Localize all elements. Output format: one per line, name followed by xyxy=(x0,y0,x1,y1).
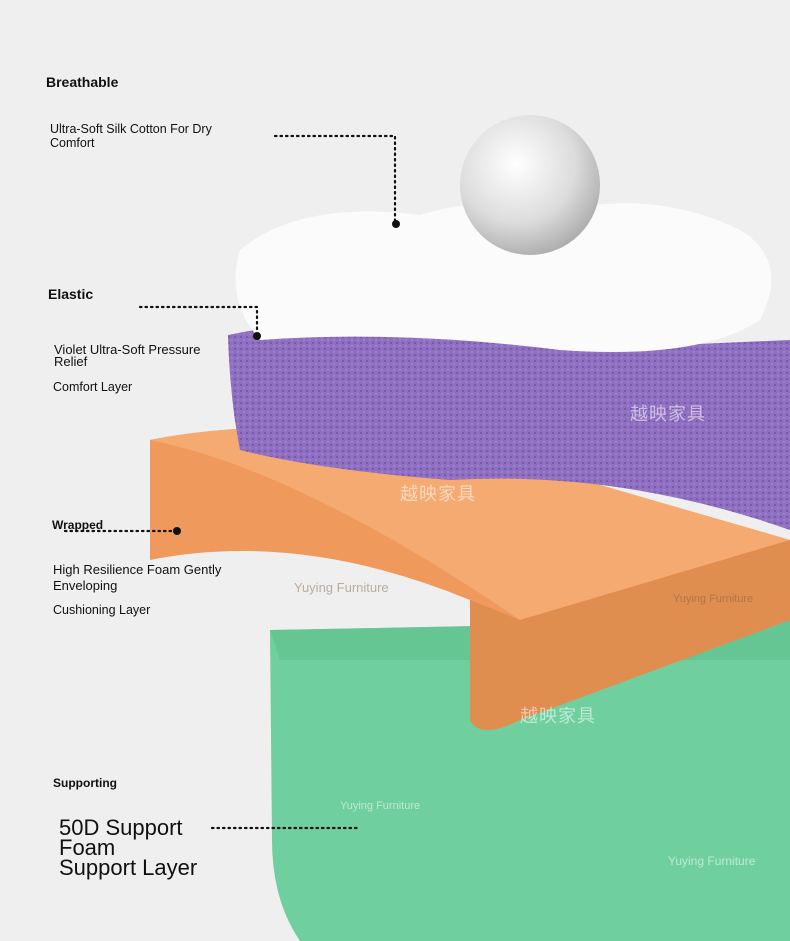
layer-name: Comfort Layer xyxy=(53,380,133,394)
watermark-en: Yuying Furniture xyxy=(294,580,389,595)
layer-description: Violet Ultra-Soft Pressure Relief xyxy=(54,342,201,369)
layer-name: Support Layer xyxy=(59,855,198,880)
watermark-en: Yuying Furniture xyxy=(340,800,421,812)
layer-heading-supporting: Supporting xyxy=(53,776,117,790)
pearl-ball xyxy=(460,115,600,255)
watermark-cn: 越映家具 xyxy=(400,484,476,504)
watermark-en: Yuying Furniture xyxy=(673,593,754,605)
layer-heading-wrapped: Wrapped xyxy=(52,518,104,532)
layer-description: Ultra-Soft Silk Cotton For Dry Comfort xyxy=(50,122,212,150)
layer-description: High Resilience Foam Gently Enveloping xyxy=(53,562,222,593)
layer-name: Cushioning Layer xyxy=(53,603,151,617)
layer-description: 50D Support Foam xyxy=(59,815,183,860)
watermark-cn: 越映家具 xyxy=(520,706,596,726)
layer-heading-elastic: Elastic xyxy=(48,286,94,302)
watermark-en: Yuying Furniture xyxy=(668,854,756,868)
support-foam-layer xyxy=(270,620,790,941)
watermark-cn: 越映家具 xyxy=(630,404,706,424)
layer-heading-breathable: Breathable xyxy=(46,74,119,90)
silk-cotton-layer xyxy=(235,203,772,352)
